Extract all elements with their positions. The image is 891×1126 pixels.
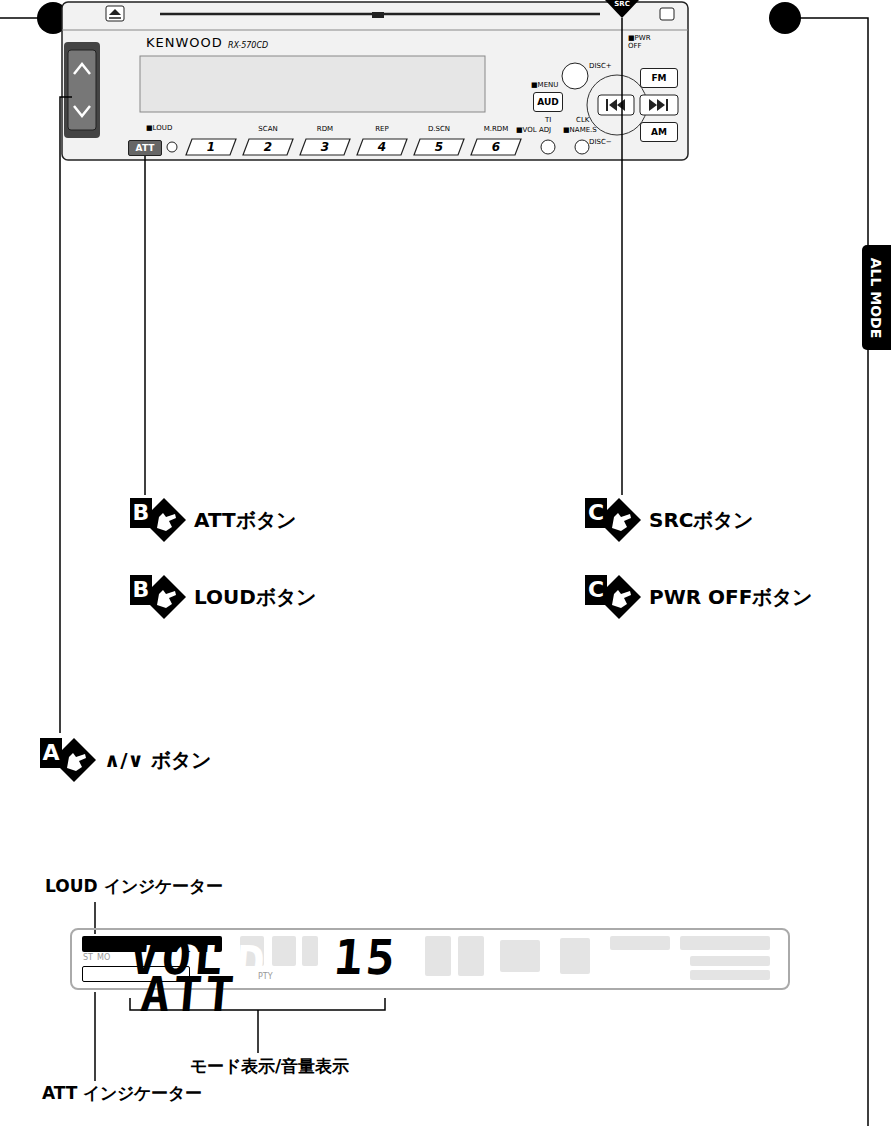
callout-text: SRCボタン (649, 508, 753, 532)
att-button: ATT (128, 140, 162, 156)
preset-number: 6 (492, 141, 500, 153)
button-caption: CLK (576, 116, 589, 124)
lcd-indicator: PTY (258, 972, 273, 981)
lcd-indicator: ST (83, 953, 93, 962)
src-button: SRC (605, 0, 639, 18)
button-text: SRC (605, 1, 639, 8)
button-caption: ■VOL ADJ (516, 126, 551, 134)
callout-badge: C PWR OFFボタン (585, 572, 817, 622)
tab-text: ALL MODE (870, 257, 884, 338)
brand-logo: KENWOOD (146, 36, 223, 51)
lcd-mode-text: VOL (128, 933, 228, 981)
button-caption: DISC− (589, 138, 612, 146)
preset-number: 1 (207, 141, 215, 153)
button-text: FM (651, 74, 666, 83)
aud-button: AUD (533, 92, 563, 112)
leader-line (621, 18, 623, 495)
button-text: ATT (136, 144, 155, 153)
callout-text: ∧/∨ ボタン (104, 748, 211, 772)
car-stereo-faceplate (62, 2, 688, 160)
callout-letter: C (585, 575, 607, 605)
button-caption: ■MENU (531, 81, 558, 89)
preset-number: 5 (435, 141, 443, 153)
button-caption: ■LOUD (146, 124, 172, 132)
callout-badge: B ATTボタン (130, 495, 300, 545)
page-marks (0, 2, 868, 1126)
preset-number: 2 (264, 141, 272, 153)
preset-button: 6 (470, 138, 522, 156)
preset-button: 4 (356, 138, 408, 156)
leader-line (144, 156, 146, 495)
button-caption: REP (375, 125, 389, 133)
callout-letter: B (130, 575, 152, 605)
button-caption: SCAN (258, 125, 277, 133)
callout-letter: C (585, 498, 607, 528)
callout-badge: C SRCボタン (585, 495, 758, 545)
callout-badge: B LOUDボタン (130, 572, 320, 622)
button-text: AUD (537, 98, 558, 107)
callout-text: LOUDボタン (194, 585, 316, 609)
model-number: RX-570CD (228, 41, 268, 50)
callout-text: ATTボタン (194, 508, 296, 532)
indicator-callout: ATT インジケーター (42, 1084, 202, 1104)
lcd-ghost-segments (240, 936, 770, 980)
preset-button: 5 (413, 138, 465, 156)
lcd-indicator: MO (97, 953, 110, 962)
button-caption: D.SCN (428, 125, 450, 133)
preset-button: 1 (185, 138, 237, 156)
lcd-volume-number: 15 (332, 933, 400, 981)
preset-number: 4 (378, 141, 386, 153)
callout-letter: B (130, 498, 152, 528)
fm-button: FM (640, 68, 678, 88)
preset-button: 2 (242, 138, 294, 156)
button-caption: ■PWR OFF (628, 34, 658, 50)
display-panel: LOUDATTVOL15 (70, 928, 790, 990)
preset-number: 3 (321, 141, 329, 153)
button-caption: DISC+ (589, 62, 612, 70)
indicator-callout: LOUD インジケーター (45, 877, 223, 897)
section-tab: ALL MODE (862, 245, 891, 350)
callout-badge: A ∧/∨ ボタン (40, 735, 215, 785)
display-callout: モード表示/音量表示 (190, 1057, 349, 1077)
preset-button: 3 (299, 138, 351, 156)
button-caption: RDM (317, 125, 333, 133)
callout-text: PWR OFFボタン (649, 585, 812, 609)
callout-letter: A (40, 738, 62, 768)
button-caption: TI (545, 116, 551, 124)
button-caption: ■NAME.S (563, 126, 597, 134)
button-text: AM (651, 128, 667, 137)
am-button: AM (640, 122, 678, 142)
button-caption: M.RDM (484, 125, 509, 133)
